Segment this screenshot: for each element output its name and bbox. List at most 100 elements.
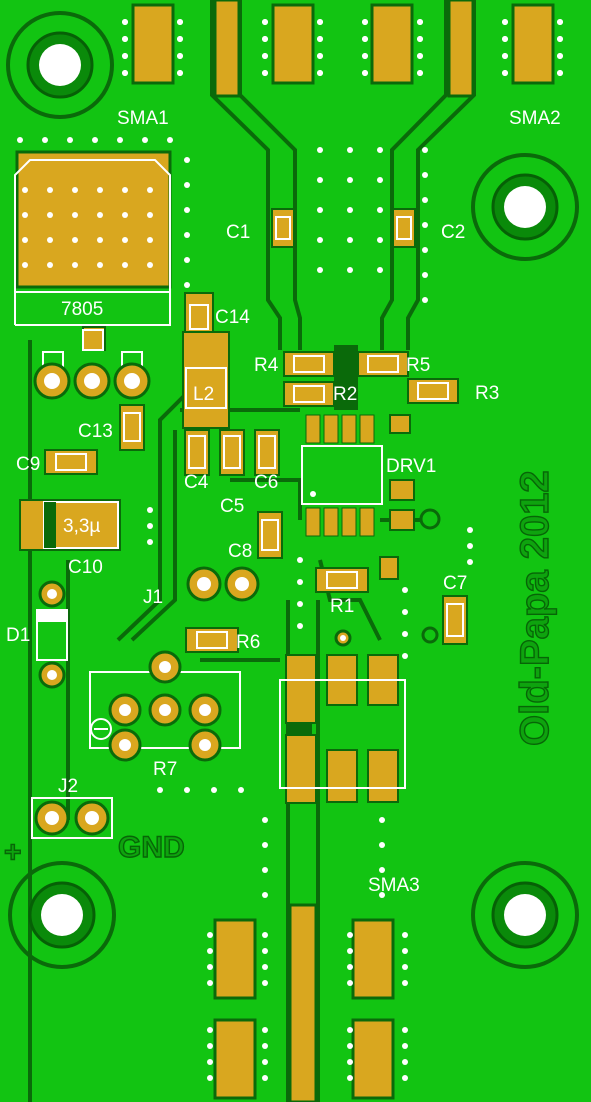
via-icon xyxy=(262,964,268,970)
label-j2: J2 xyxy=(58,776,78,797)
via-icon xyxy=(184,282,190,288)
via-icon xyxy=(147,262,153,268)
via-icon xyxy=(347,948,353,954)
via-icon xyxy=(502,70,508,76)
via-icon xyxy=(467,527,473,533)
via-icon xyxy=(362,36,368,42)
r7-trimmer xyxy=(89,650,241,762)
via-icon xyxy=(417,36,423,42)
output-network xyxy=(279,629,406,804)
via-icon xyxy=(207,980,213,986)
via-icon xyxy=(347,237,353,243)
via-icon xyxy=(347,1027,353,1033)
label-plus: + xyxy=(4,836,22,869)
via-icon xyxy=(262,932,268,938)
via-icon xyxy=(207,932,213,938)
label-d1: D1 xyxy=(6,625,30,646)
via-icon xyxy=(422,147,428,153)
label-gnd: GND xyxy=(118,831,185,864)
j1-header xyxy=(186,566,260,602)
label-c6: C6 xyxy=(254,472,278,493)
label-c10: C10 xyxy=(68,557,103,578)
via-icon xyxy=(502,53,508,59)
label-c2: C2 xyxy=(441,222,465,243)
via-icon xyxy=(317,70,323,76)
via-icon xyxy=(117,137,123,143)
via-icon xyxy=(122,19,128,25)
via-icon xyxy=(47,187,53,193)
via-icon xyxy=(147,212,153,218)
via-icon xyxy=(262,1059,268,1065)
via-icon xyxy=(347,964,353,970)
via-icon xyxy=(207,1043,213,1049)
via-icon xyxy=(157,787,163,793)
via-icon xyxy=(347,1043,353,1049)
via-icon xyxy=(347,1059,353,1065)
via-icon xyxy=(377,147,383,153)
drv1-ic xyxy=(301,414,441,644)
via-icon xyxy=(184,257,190,263)
via-icon xyxy=(262,1027,268,1033)
via-icon xyxy=(177,19,183,25)
via-icon xyxy=(502,36,508,42)
via-icon xyxy=(347,267,353,273)
label-c14: C14 xyxy=(215,307,250,328)
via-icon xyxy=(207,964,213,970)
regulator-pins xyxy=(33,362,151,400)
via-icon xyxy=(97,187,103,193)
via-icon xyxy=(147,187,153,193)
via-icon xyxy=(92,137,98,143)
label-c1: C1 xyxy=(226,222,250,243)
label-r5: R5 xyxy=(406,355,430,376)
via-icon xyxy=(22,237,28,243)
via-icon xyxy=(207,1075,213,1081)
via-icon xyxy=(72,262,78,268)
via-icon xyxy=(122,237,128,243)
label-c7: C7 xyxy=(443,573,467,594)
via-icon xyxy=(262,842,268,848)
via-icon xyxy=(402,609,408,615)
label-r2: R2 xyxy=(333,384,357,405)
via-icon xyxy=(422,297,428,303)
via-icon xyxy=(122,53,128,59)
mounting-hole-icon xyxy=(6,11,114,119)
via-icon xyxy=(177,70,183,76)
via-icon xyxy=(317,147,323,153)
via-icon xyxy=(377,237,383,243)
via-icon xyxy=(557,36,563,42)
via-icon xyxy=(177,53,183,59)
via-icon xyxy=(184,207,190,213)
via-icon xyxy=(379,817,385,823)
smd-components xyxy=(19,208,468,661)
via-icon xyxy=(262,1075,268,1081)
via-icon xyxy=(122,36,128,42)
via-icon xyxy=(379,842,385,848)
mounting-hole-icon xyxy=(471,861,579,969)
mounting-hole-icon xyxy=(471,153,579,261)
via-icon xyxy=(402,932,408,938)
via-icon xyxy=(22,212,28,218)
via-icon xyxy=(422,247,428,253)
via-icon xyxy=(377,267,383,273)
via-icon xyxy=(262,948,268,954)
via-icon xyxy=(262,817,268,823)
label-r6: R6 xyxy=(236,632,260,653)
via-icon xyxy=(211,787,217,793)
via-icon xyxy=(262,36,268,42)
via-icon xyxy=(167,137,173,143)
via-icon xyxy=(402,980,408,986)
label-c5: C5 xyxy=(220,496,244,517)
via-icon xyxy=(417,53,423,59)
via-icon xyxy=(262,892,268,898)
via-icon xyxy=(317,207,323,213)
mounting-holes xyxy=(6,11,579,969)
silkscreen-labels: SMA1 SMA2 SMA3 C1 C2 7805 C14 R4 R5 L2 R… xyxy=(6,108,561,896)
via-icon xyxy=(317,237,323,243)
via-icon xyxy=(22,187,28,193)
label-reg: 7805 xyxy=(61,299,103,320)
via-icon xyxy=(422,172,428,178)
via-icon xyxy=(402,587,408,593)
via-icon xyxy=(122,212,128,218)
via-icon xyxy=(467,543,473,549)
label-r1: R1 xyxy=(330,596,354,617)
